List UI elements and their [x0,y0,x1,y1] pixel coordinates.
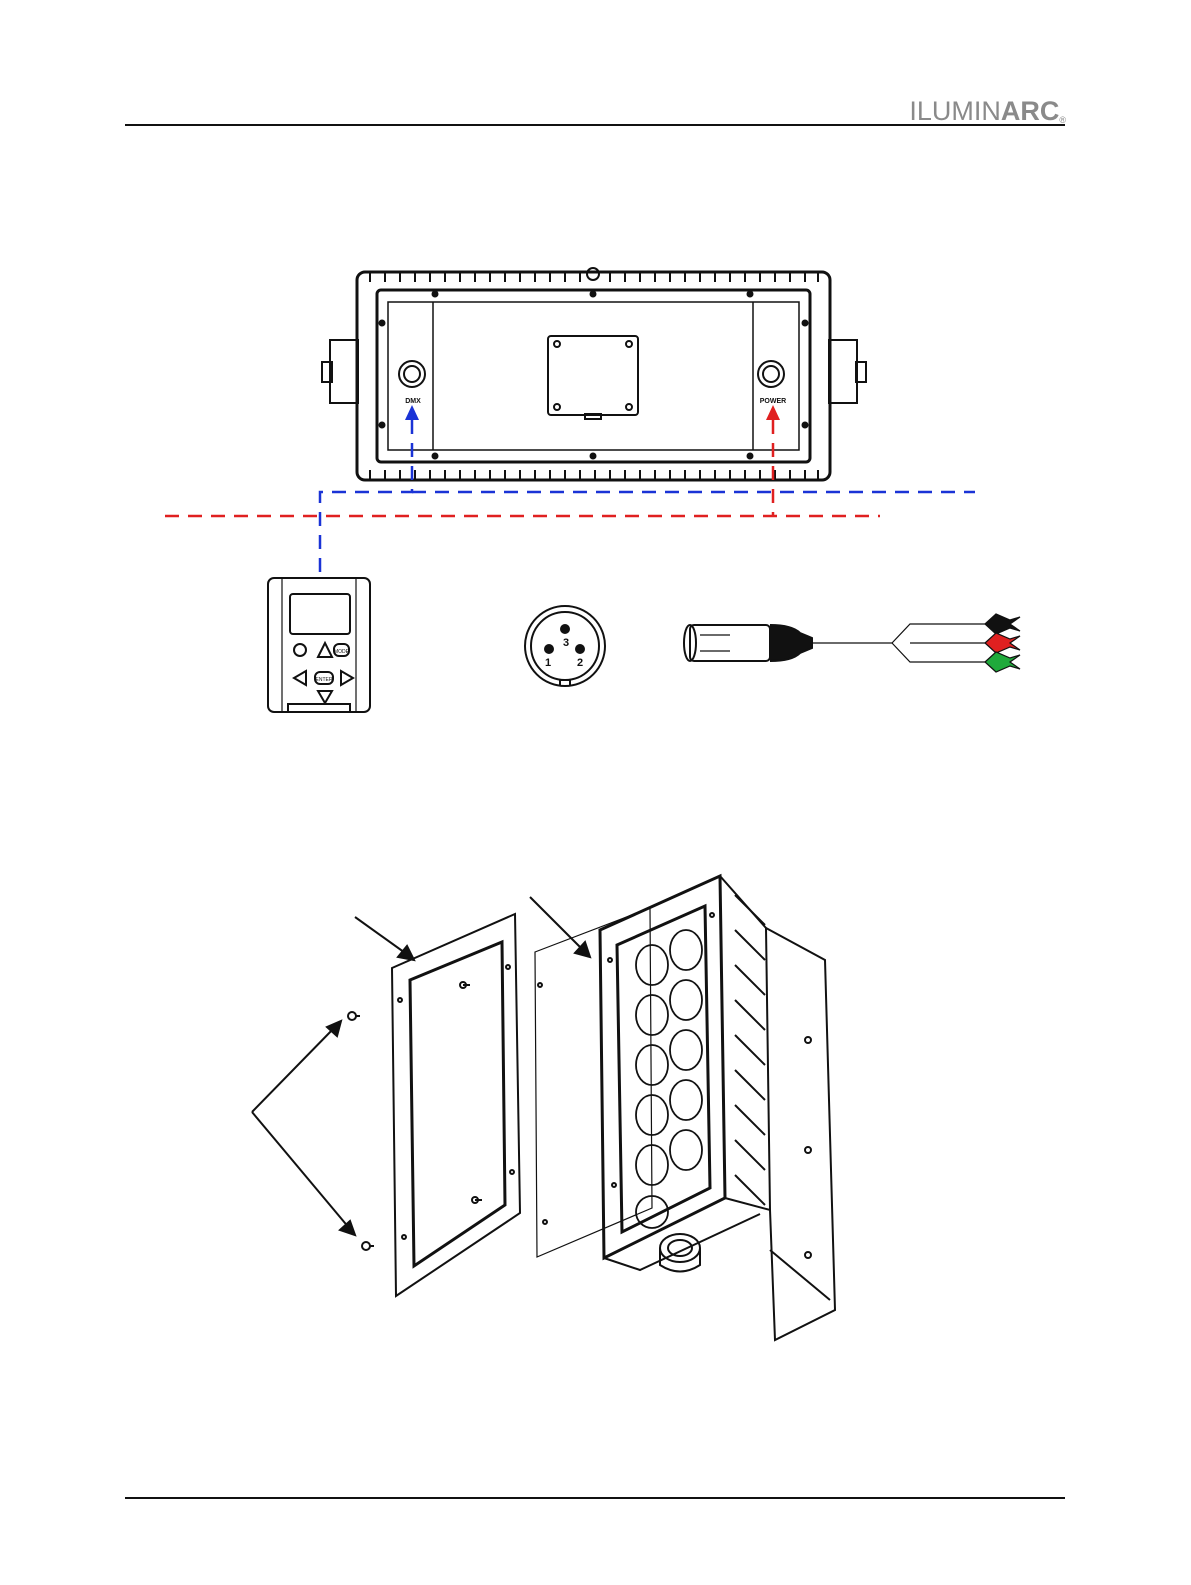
wire-terminal-hot [985,614,1020,634]
fixture-rear-panel [322,268,866,480]
wiring-diagram: DMX POWER MODE ENTER 1 2 3 [0,0,1191,760]
xlr-pin-1: 1 [545,657,551,669]
left-bracket [330,340,358,403]
screw-callout-line-top [252,1026,336,1112]
dmx-signal-line [320,420,975,575]
mode-button-label: MODE [334,649,350,655]
enter-button-label: ENTER [316,677,333,683]
xlr-pin-3: 3 [563,637,569,649]
fixture-connector [660,1234,700,1272]
lens-sheet [535,908,652,1257]
dmx-port [399,361,425,387]
power-button-icon [294,644,306,656]
wire-terminals [985,614,1020,672]
power-arrow [766,405,780,420]
right-arrow-icon [341,671,353,685]
right-bracket [829,340,857,403]
controller-display [290,594,350,634]
dmx-controller [268,578,370,712]
power-line [165,420,880,516]
screw-icon-top [348,1012,360,1020]
left-arrow-icon [294,671,306,685]
power-port [758,361,784,387]
power-port-label: POWER [760,398,786,405]
led-optics [636,930,702,1228]
junction-box [548,336,638,415]
front-cover-frame [392,914,520,1296]
wire-terminal-ground [985,652,1020,672]
dmx-arrow [405,405,419,420]
lens-callout-line [530,897,585,952]
screw-callout-line-bottom [252,1112,350,1229]
up-arrow-icon [318,643,332,657]
wire-terminal-neutral [985,633,1020,653]
footer-rule [125,1497,1065,1499]
xlr-pin-2: 2 [577,657,583,669]
fixture-body [600,876,835,1340]
frame-callout-line [355,917,408,955]
down-arrow-icon [318,691,332,703]
screw-icon-bottom [362,1242,374,1250]
power-cable [684,624,985,662]
dmx-port-label: DMX [405,398,421,405]
